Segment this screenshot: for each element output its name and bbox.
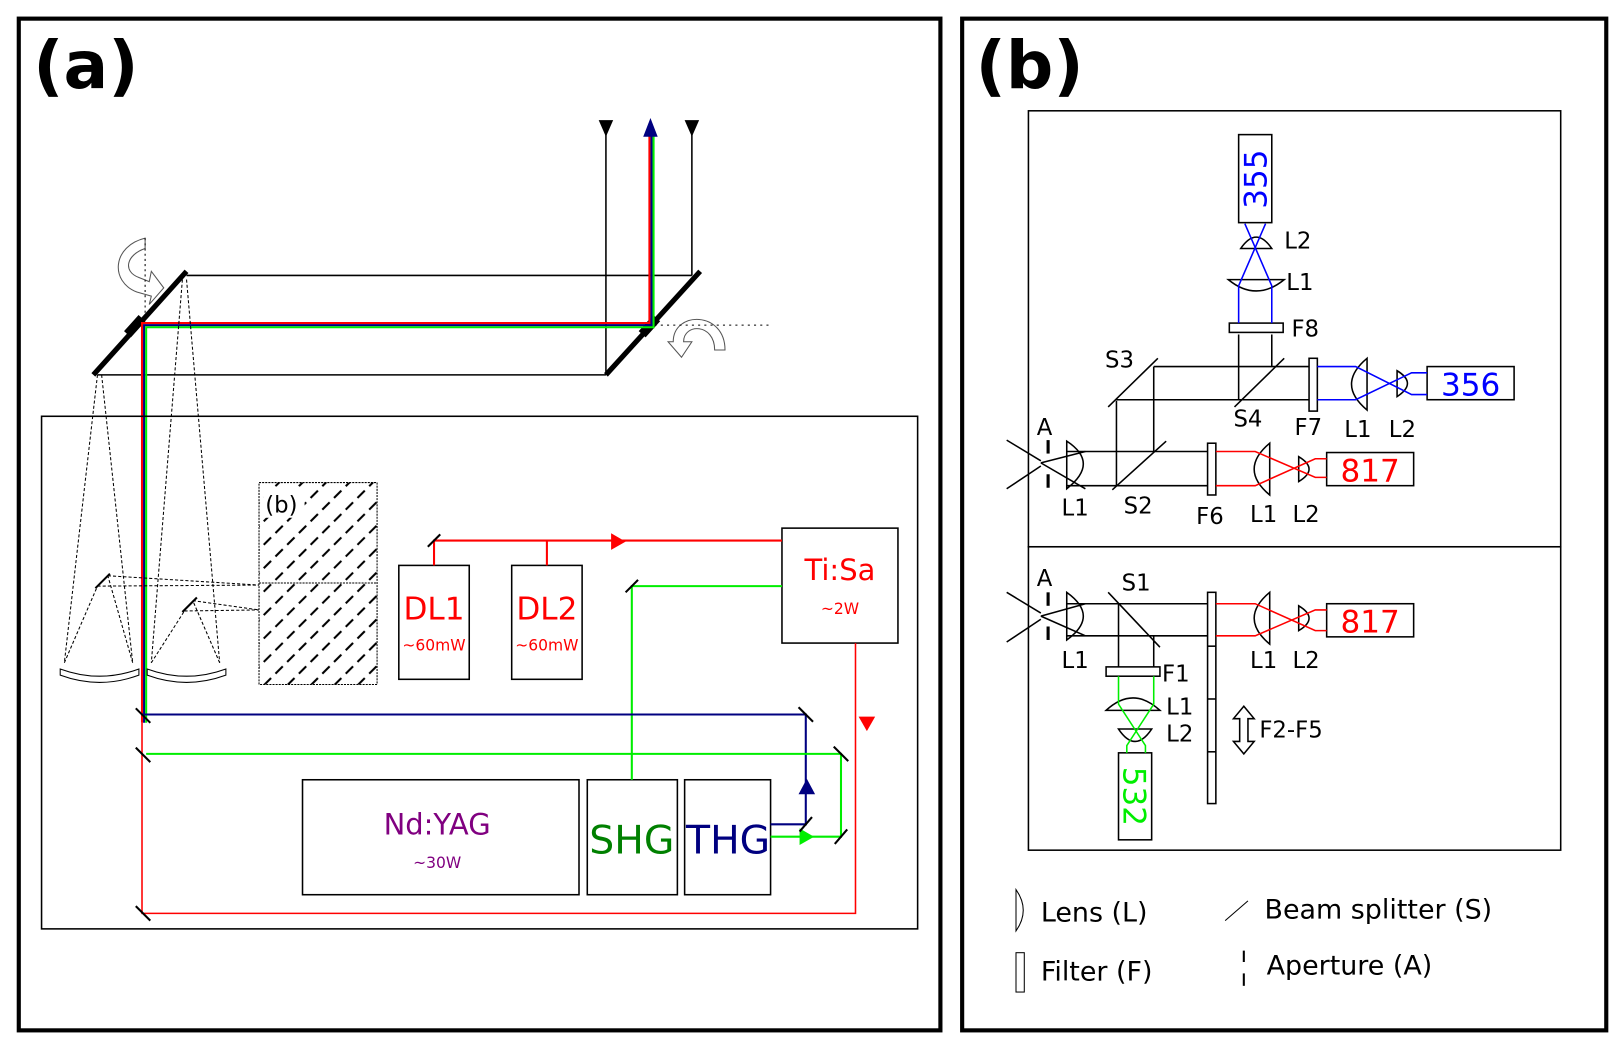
filter-legend-icon	[1015, 952, 1025, 993]
tisa-box	[781, 527, 899, 644]
f1-label: F1	[1162, 661, 1190, 687]
fold-mirror-2	[181, 596, 198, 613]
scanning-periscope	[91, 124, 703, 377]
f7-label: F7	[1295, 415, 1323, 441]
red-l1-label: L1	[1250, 502, 1277, 528]
rotation-arrow-left-icon	[117, 237, 165, 322]
panel-b-frame	[960, 16, 1609, 1033]
legend-filter: Filter (F)	[1041, 957, 1153, 988]
laser-boxes	[301, 527, 899, 896]
detector-817-top-label: 817	[1341, 454, 1400, 490]
blue-arrow-up	[798, 778, 816, 795]
outgoing-beam	[140, 130, 655, 723]
detector-817-top-box	[1325, 451, 1415, 487]
fold-mirror-1	[94, 572, 111, 589]
ndyag-box	[301, 778, 580, 896]
legend-lens: Lens (L)	[1041, 898, 1148, 929]
filter-wheel-label: F2-F5	[1259, 717, 1322, 743]
dl1-box	[398, 564, 471, 681]
top-entry-lens-label: L1	[1062, 496, 1089, 522]
tisa-name: Ti:Sa	[804, 553, 876, 587]
primary-mirror-2	[146, 668, 227, 683]
detector-532-box	[1117, 752, 1153, 841]
blue-v-l2-label: L2	[1284, 229, 1311, 255]
detector-817-bottom-label: 817	[1341, 605, 1400, 641]
panel-a-frame	[16, 16, 943, 1033]
bottom-red-l2-label: L2	[1292, 648, 1319, 674]
s2-label: S2	[1124, 494, 1153, 520]
bottom-optics	[1006, 590, 1415, 841]
thg-name: THG	[685, 817, 770, 863]
optical-table	[40, 415, 919, 930]
inset-label: (b)	[265, 493, 297, 519]
thg-box	[683, 778, 772, 896]
top-optics	[1006, 133, 1515, 497]
detector-355-box	[1237, 133, 1273, 224]
telescope	[63, 279, 260, 664]
green-l2-label: L2	[1166, 721, 1193, 747]
blue-h-l2-label: L2	[1389, 417, 1416, 443]
ndyag-name: Nd:YAG	[384, 808, 491, 842]
top-aperture-label: A	[1037, 415, 1053, 441]
tisa-power: ~2W	[821, 600, 859, 618]
s4-label: S4	[1233, 407, 1262, 433]
panel-a: (a)	[16, 16, 943, 1033]
dl2-box	[510, 564, 583, 681]
ndyag-power: ~30W	[413, 854, 461, 872]
rotation-arrow-right-icon	[654, 318, 772, 359]
return-arrow-left	[598, 120, 614, 137]
f6-label: F6	[1196, 504, 1224, 530]
red-l2-label: L2	[1292, 502, 1319, 528]
s1-label: S1	[1122, 570, 1151, 596]
dl1-name: DL1	[404, 591, 465, 627]
bottom-aperture-label: A	[1037, 566, 1053, 592]
outgoing-arrow	[643, 118, 658, 137]
dl2-name: DL2	[516, 591, 577, 627]
detector-356-box	[1426, 365, 1515, 401]
bottom-entry-lens-label: L1	[1062, 648, 1089, 674]
legend-beam-splitter: Beam splitter (S)	[1265, 895, 1493, 926]
detector-817-bottom-box	[1325, 602, 1415, 638]
f8-label: F8	[1291, 317, 1319, 343]
detector-355-label: 355	[1239, 150, 1275, 209]
fold-mirrors	[135, 533, 849, 922]
bottom-colored-beams	[1117, 602, 1327, 753]
green-arrow-right	[799, 828, 815, 845]
dl2-power: ~60mW	[515, 636, 578, 654]
top-colored-beams	[1215, 223, 1428, 487]
legend-aperture: Aperture (A)	[1267, 950, 1433, 981]
s3-label: S3	[1105, 348, 1134, 374]
shg-box	[586, 778, 679, 896]
panel-b: (b)	[960, 16, 1609, 1033]
return-arrow-right	[684, 120, 700, 137]
red-arrow-right	[611, 533, 626, 550]
blue-v-l1-label: L1	[1286, 270, 1313, 296]
detector-532-label: 532	[1116, 767, 1152, 826]
panel-b-label: (b)	[976, 26, 1084, 104]
panel-a-label: (a)	[33, 26, 138, 104]
lens-legend-icon	[1015, 887, 1024, 933]
beam-splitter-legend-icon	[1224, 900, 1249, 921]
detection-box-bottom	[1027, 545, 1562, 851]
green-l1-label: L1	[1166, 695, 1193, 721]
shg-name: SHG	[589, 817, 674, 863]
primary-mirror-1	[59, 668, 140, 683]
blue-h-l1-label: L1	[1344, 417, 1371, 443]
dl1-power: ~60mW	[402, 636, 465, 654]
red-arrow-down	[858, 716, 876, 732]
bottom-red-l1-label: L1	[1250, 648, 1277, 674]
legend: Lens (L) Beam splitter (S) Filter (F) Ap…	[1015, 887, 1493, 993]
detector-356-label: 356	[1441, 368, 1500, 404]
